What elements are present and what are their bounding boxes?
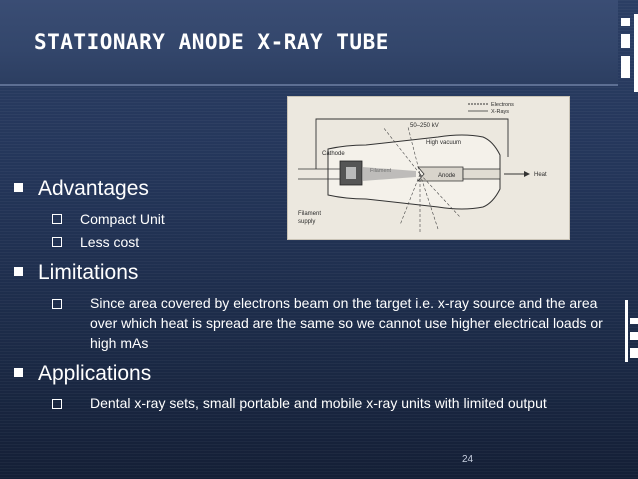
- electron-beam: [362, 167, 416, 181]
- legend-xrays: X-Rays: [491, 109, 509, 115]
- filament-element: [346, 167, 356, 179]
- hollow-bullet-icon: [52, 299, 62, 309]
- advantage-item-text: Less cost: [80, 234, 140, 250]
- limitation-item: Since area covered by electrons beam on …: [52, 293, 612, 353]
- anode-block: [417, 166, 464, 182]
- advantage-item: Less cost: [52, 234, 139, 250]
- limitations-heading-text: Limitations: [38, 261, 139, 284]
- application-item: Dental x-ray sets, small portable and mo…: [52, 393, 612, 413]
- square-bullet-icon: [14, 182, 23, 192]
- vacuum-label: High vacuum: [426, 140, 461, 146]
- heat-label: Heat: [534, 172, 547, 178]
- xray-tube-svg: Electrons X-Rays 50–250 kV High vacuum C…: [298, 102, 547, 232]
- slide-title: STATIONARY ANODE X-RAY TUBE: [34, 30, 389, 54]
- advantages-heading: Advantages: [14, 177, 149, 201]
- circuit-wire: [315, 118, 509, 169]
- application-item-text: Dental x-ray sets, small portable and mo…: [90, 395, 547, 411]
- filament-supply-label-1: Filament: [298, 211, 321, 217]
- xray-tube-diagram: Electrons X-Rays 50–250 kV High vacuum C…: [287, 96, 570, 240]
- cathode-label: Cathode: [322, 151, 345, 157]
- advantage-item-text: Compact Unit: [80, 211, 165, 227]
- applications-heading: Applications: [14, 362, 151, 386]
- hollow-bullet-icon: [52, 214, 62, 225]
- hollow-bullet-icon: [52, 399, 62, 409]
- anode-label: Anode: [438, 173, 456, 179]
- square-bullet-icon: [14, 266, 23, 276]
- legend-electrons: Electrons: [491, 102, 514, 108]
- hollow-bullet-icon: [52, 237, 62, 248]
- limitations-heading: Limitations: [14, 261, 138, 285]
- page-number: 24: [462, 454, 474, 465]
- square-bullet-icon: [14, 367, 23, 377]
- advantage-item: Compact Unit: [52, 211, 165, 227]
- applications-heading-text: Applications: [38, 362, 152, 385]
- title-bar: STATIONARY ANODE X-RAY TUBE: [0, 0, 618, 86]
- anode-stem: [462, 168, 501, 180]
- advantages-heading-text: Advantages: [38, 177, 149, 200]
- filament-supply-label-2: supply: [298, 219, 315, 225]
- voltage-label: 50–250 kV: [410, 123, 439, 129]
- limitation-item-text: Since area covered by electrons beam on …: [90, 295, 603, 351]
- xray-lines: [382, 126, 461, 232]
- heat-arrowhead: [524, 171, 530, 177]
- decorative-side-bars: [618, 0, 638, 479]
